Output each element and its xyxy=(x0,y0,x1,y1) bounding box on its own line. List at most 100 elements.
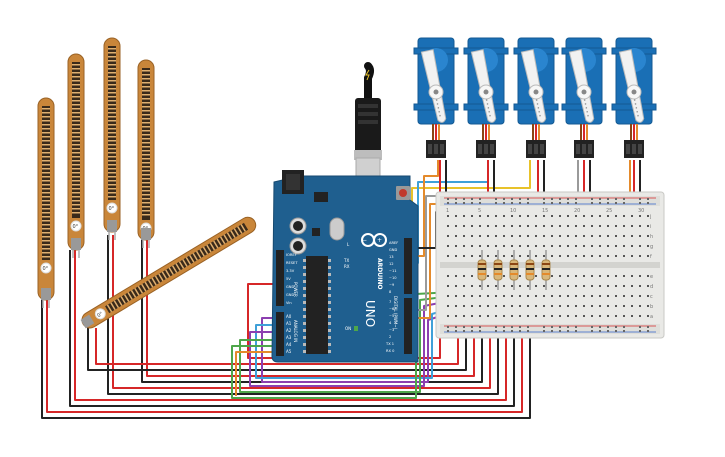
flex-sensor-5: 0° xyxy=(80,216,257,329)
svg-text:A1: A1 xyxy=(286,321,292,326)
wire-red-flex1 xyxy=(46,300,523,413)
svg-text:8: 8 xyxy=(389,290,392,294)
svg-text:A5: A5 xyxy=(286,349,292,354)
wire-orange-pin5 xyxy=(398,160,631,319)
svg-text:13: 13 xyxy=(389,255,394,259)
svg-text:~9: ~9 xyxy=(389,283,395,287)
svg-text:a: a xyxy=(650,314,653,320)
wire-orange-a5 xyxy=(235,351,277,396)
analog-header xyxy=(276,312,284,356)
servo-motor-5 xyxy=(611,37,657,158)
servo-motor-1 xyxy=(413,37,459,158)
svg-text:5: 5 xyxy=(478,208,481,214)
on-led xyxy=(354,326,358,331)
power-pin-labels: IOREF RESET 3.3V 5V GND GND Vin xyxy=(286,253,298,305)
servo-motor-4 xyxy=(561,37,607,158)
svg-text:3.3V: 3.3V xyxy=(286,269,295,273)
flex-sensor-3: 0° xyxy=(103,37,121,240)
digital-header-top xyxy=(404,238,412,294)
usb-cable xyxy=(354,62,382,195)
power-header-label: POWER xyxy=(293,282,298,297)
svg-text:e: e xyxy=(650,274,653,280)
svg-text:A0: A0 xyxy=(286,314,292,319)
svg-text:Vin: Vin xyxy=(286,301,292,305)
svg-text:RESET: RESET xyxy=(286,261,298,265)
servos xyxy=(413,37,657,158)
svg-text:c: c xyxy=(650,294,653,300)
svg-text:GND: GND xyxy=(286,285,294,289)
svg-text:TX 1: TX 1 xyxy=(385,342,394,346)
svg-text:IOREF: IOREF xyxy=(286,253,297,257)
servo-motor-3 xyxy=(513,37,559,158)
flex-angle-label: 0° xyxy=(96,311,104,319)
tx-label: TX xyxy=(343,258,349,263)
breadboard-column-numbers: 1 5 10 15 20 25 30 xyxy=(446,208,644,214)
svg-text:15: 15 xyxy=(542,208,548,214)
on-label: ON xyxy=(345,326,351,331)
svg-text:GND: GND xyxy=(286,293,294,297)
flex-sensor-1: 0° xyxy=(37,97,55,308)
svg-text:i: i xyxy=(650,224,651,230)
wire-red-flex4 xyxy=(146,240,475,377)
svg-text:5V: 5V xyxy=(286,277,291,281)
svg-text:20: 20 xyxy=(574,208,580,214)
svg-text:~10: ~10 xyxy=(389,276,397,280)
svg-text:~5: ~5 xyxy=(389,314,394,318)
arduino-brand: ARDUINO xyxy=(376,258,383,289)
svg-text:b: b xyxy=(650,304,653,310)
arduino-logo: − + xyxy=(361,233,387,247)
resistor-5 xyxy=(541,250,551,290)
rx-label: RX xyxy=(344,264,350,269)
svg-text:10: 10 xyxy=(510,208,516,214)
arduino-uno-board: − + ARDUINO UNO ON L TX RX POWER IOREF R… xyxy=(271,62,419,363)
flex-sensors: 0° 0° 0° 0° 0° xyxy=(37,37,257,329)
wire-green-a4 xyxy=(231,289,491,399)
wire-red-flex2 xyxy=(74,250,507,401)
resistors xyxy=(477,250,551,290)
svg-text:~11: ~11 xyxy=(389,269,397,273)
chip-pins xyxy=(303,259,331,353)
l-label: L xyxy=(347,242,350,247)
resistor-2 xyxy=(493,250,503,290)
svg-text:GND: GND xyxy=(389,248,397,252)
svg-text:30: 30 xyxy=(638,208,644,214)
svg-text:A3: A3 xyxy=(286,335,292,340)
power-header xyxy=(276,250,284,306)
svg-text:j: j xyxy=(649,214,651,220)
svg-text:12: 12 xyxy=(389,262,394,266)
svg-text:~3: ~3 xyxy=(389,328,394,332)
svg-text:4: 4 xyxy=(389,321,392,325)
wire-black-flex1 xyxy=(41,300,531,419)
arduino-model: UNO xyxy=(363,300,377,327)
svg-text:RX 0: RX 0 xyxy=(386,349,395,353)
resistor-3 xyxy=(509,250,519,290)
flex-angle-label: 0° xyxy=(109,206,115,212)
reset-button[interactable] xyxy=(399,189,407,197)
svg-text:−: − xyxy=(362,237,367,244)
wire-black-flex5 xyxy=(87,322,467,371)
resistor-1 xyxy=(477,250,487,290)
analog-header-label: ANALOG IN xyxy=(293,320,298,342)
digital-pin-labels-bottom: 7 ~6 ~5 4 ~3 2 TX 1 RX 0 xyxy=(385,300,395,353)
lightning-icon xyxy=(365,69,370,81)
svg-text:25: 25 xyxy=(606,208,612,214)
svg-text:f: f xyxy=(650,254,652,260)
svg-text:+: + xyxy=(377,237,382,244)
servo-motor-2 xyxy=(463,37,509,158)
flex-sensor-4: 0° xyxy=(137,59,155,248)
breadboard-row-letters: j i h g f e d c b a xyxy=(649,214,653,320)
wire-black-flex2 xyxy=(69,250,515,407)
digital-header-bottom xyxy=(404,298,412,354)
flex-angle-label: 0° xyxy=(73,224,79,230)
digital-pin-labels-top: AREF GND 13 12 ~11 ~10 ~9 8 xyxy=(389,241,398,294)
flex-angle-label: 0° xyxy=(43,266,49,272)
wire-red-5v xyxy=(247,283,441,359)
svg-text:h: h xyxy=(650,234,653,240)
svg-text:AREF: AREF xyxy=(389,241,398,245)
analog-pin-labels: A0 A1 A2 A3 A4 A5 xyxy=(286,314,292,354)
svg-text:A4: A4 xyxy=(286,342,292,347)
svg-text:A2: A2 xyxy=(286,328,292,333)
wire-red-flex5 xyxy=(95,328,459,365)
svg-text:g: g xyxy=(650,244,653,250)
